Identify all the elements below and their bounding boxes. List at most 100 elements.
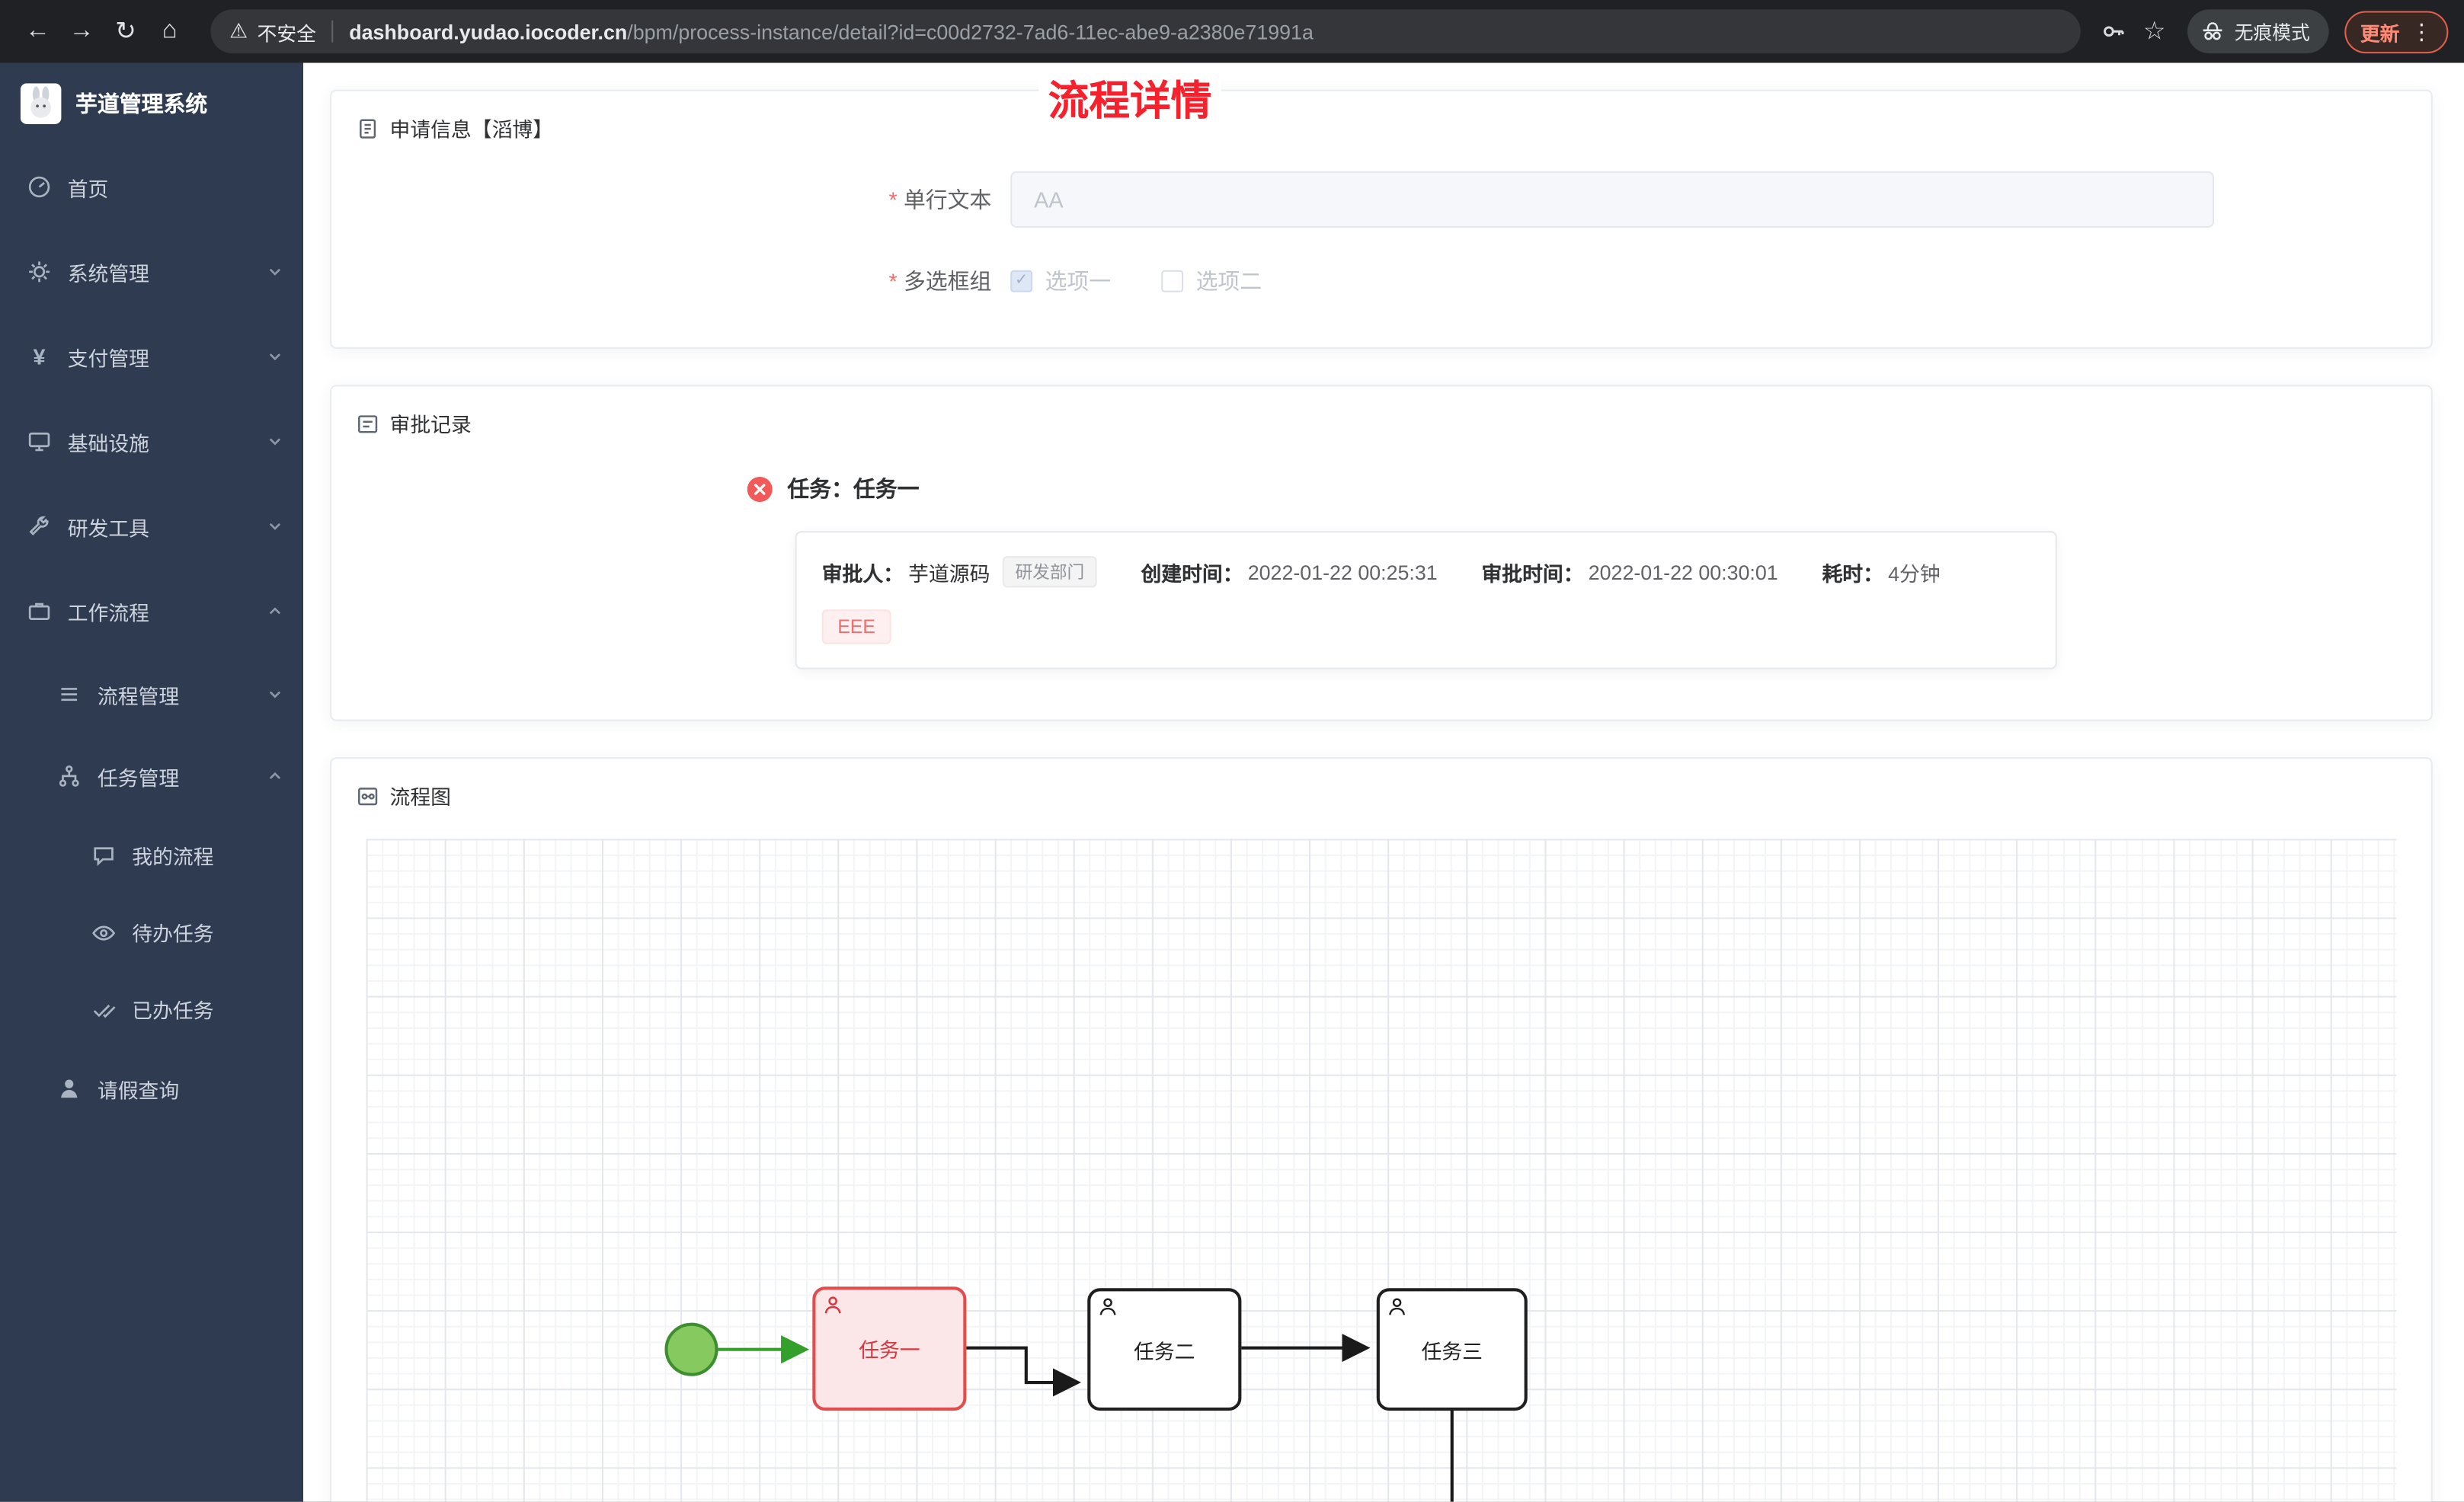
forward-icon[interactable]: → bbox=[69, 17, 94, 44]
apply-info-card: 申请信息【滔博】 *单行文本 *多选框组 ✓ 选项一 bbox=[330, 89, 2433, 349]
chevron-up-icon bbox=[267, 769, 283, 785]
error-status-icon bbox=[747, 475, 773, 501]
sidebar-item-my-process[interactable]: 我的流程 bbox=[0, 817, 303, 894]
update-button[interactable]: 更新 ⋮ bbox=[2344, 10, 2449, 53]
chevron-down-icon bbox=[267, 264, 283, 280]
sidebar-item-system[interactable]: 系统管理 bbox=[0, 229, 303, 314]
assignee-name: 芋道源码 bbox=[908, 561, 990, 586]
record-icon bbox=[358, 414, 378, 433]
incognito-badge[interactable]: 无痕模式 bbox=[2187, 9, 2329, 54]
sidebar-item-label: 系统管理 bbox=[67, 261, 149, 286]
approval-body: 任务：任务一 审批人： 芋道源码 研发部门 创建时间： 2022-01-22 0… bbox=[331, 454, 2431, 720]
single-line-text-input[interactable] bbox=[1010, 171, 2215, 228]
yen-icon: ¥ bbox=[33, 344, 46, 369]
task-node-2[interactable]: 任务二 bbox=[1087, 1288, 1242, 1411]
form-row-text: *单行文本 bbox=[331, 171, 2431, 228]
create-time-pair: 创建时间： 2022-01-22 00:25:31 bbox=[1141, 560, 1438, 586]
url-path: /bpm/process-instance/detail?id=c00d2732… bbox=[627, 19, 1314, 43]
sidebar-item-label: 基础设施 bbox=[67, 431, 149, 455]
sidebar-item-label: 任务管理 bbox=[97, 765, 180, 790]
checkbox-group-label: *多选框组 bbox=[888, 268, 992, 294]
sidebar-item-label: 工作流程 bbox=[67, 600, 149, 625]
checkbox-option-2[interactable] bbox=[1161, 270, 1184, 292]
rabbit-avatar bbox=[20, 83, 62, 124]
page-title: 流程详情 bbox=[1038, 69, 1221, 128]
sidebar-item-leave-query[interactable]: 请假查询 bbox=[0, 1048, 303, 1130]
incognito-label: 无痕模式 bbox=[2234, 21, 2310, 43]
reload-icon[interactable]: ↻ bbox=[115, 18, 136, 46]
eye-icon bbox=[90, 920, 118, 945]
sidebar-item-label: 已办任务 bbox=[132, 999, 214, 1023]
home-icon[interactable]: ⌂ bbox=[162, 17, 178, 44]
apply-info-header: 申请信息【滔博】 bbox=[331, 91, 2431, 159]
sidebar-item-label: 待办任务 bbox=[132, 922, 214, 946]
sidebar-item-devtools[interactable]: 研发工具 bbox=[0, 484, 303, 568]
process-diagram-card: 流程图 bbox=[330, 757, 2433, 1502]
apply-form: *单行文本 *多选框组 ✓ 选项一 选项二 bbox=[331, 158, 2431, 347]
approval-record-card: 审批记录 任务：任务一 审批人： 芋道源码 研发 bbox=[330, 385, 2433, 721]
duration-pair: 耗时： 4分钟 bbox=[1822, 557, 1940, 586]
chevron-up-icon bbox=[267, 603, 283, 619]
password-key-icon[interactable] bbox=[2093, 11, 2134, 52]
sidebar-item-todo-tasks[interactable]: 待办任务 bbox=[0, 894, 303, 971]
sidebar-item-process-management[interactable]: 流程管理 bbox=[0, 654, 303, 735]
required-mark: * bbox=[888, 187, 898, 213]
person-icon bbox=[55, 1076, 83, 1101]
task-node-1[interactable]: 任务一 bbox=[812, 1286, 967, 1411]
url-host: dashboard.yudao.iocoder.cn bbox=[349, 19, 628, 43]
app-logo[interactable]: 芋道管理系统 bbox=[0, 63, 303, 145]
briefcase-icon bbox=[25, 599, 53, 624]
address-divider bbox=[331, 20, 334, 43]
duration-value: 4分钟 bbox=[1888, 561, 1941, 586]
task-title: 任务：任务一 bbox=[787, 475, 920, 501]
approval-record-title: 审批记录 bbox=[389, 413, 472, 437]
address-bar[interactable]: ⚠ 不安全 dashboard.yudao.iocoder.cn /bpm/pr… bbox=[210, 9, 2081, 54]
reason-tag: EEE bbox=[821, 609, 891, 644]
sidebar-item-done-tasks[interactable]: 已办任务 bbox=[0, 971, 303, 1048]
bpmn-canvas[interactable]: 任务一 任务二 任务三 bbox=[366, 839, 2397, 1502]
sidebar-item-label: 我的流程 bbox=[132, 845, 214, 869]
sidebar-item-home[interactable]: 首页 bbox=[0, 145, 303, 229]
start-event-node[interactable] bbox=[664, 1322, 718, 1376]
sidebar-item-label: 流程管理 bbox=[97, 684, 180, 708]
text-field-label: *单行文本 bbox=[888, 187, 992, 213]
apply-info-title: 申请信息【滔博】 bbox=[389, 117, 554, 142]
create-time-value: 2022-01-22 00:25:31 bbox=[1247, 560, 1438, 584]
chat-bubble-icon bbox=[90, 843, 118, 868]
bookmark-star-icon[interactable]: ☆ bbox=[2142, 18, 2166, 46]
sidebar-item-infrastructure[interactable]: 基础设施 bbox=[0, 399, 303, 484]
sidebar-item-task-management[interactable]: 任务管理 bbox=[0, 735, 303, 817]
task-node-3[interactable]: 任务三 bbox=[1376, 1288, 1528, 1411]
back-icon[interactable]: ← bbox=[25, 17, 50, 44]
task-node-label: 任务三 bbox=[1421, 1339, 1483, 1363]
diagram-icon bbox=[358, 787, 378, 805]
double-check-icon bbox=[90, 997, 118, 1022]
main-content: 流程详情 申请信息【滔博】 *单行文本 *多选框组 bbox=[303, 62, 2464, 1502]
sidebar-item-payment[interactable]: ¥ 支付管理 bbox=[0, 315, 303, 399]
security-label[interactable]: 不安全 bbox=[257, 22, 316, 45]
document-icon bbox=[360, 118, 376, 138]
process-diagram-header: 流程图 bbox=[331, 759, 2431, 826]
warning-icon: ⚠ bbox=[229, 18, 248, 43]
user-task-icon bbox=[1099, 1298, 1116, 1315]
checkbox-option-2-label: 选项二 bbox=[1195, 268, 1262, 294]
approve-time-value: 2022-01-22 00:30:01 bbox=[1588, 560, 1778, 584]
monitor-icon bbox=[25, 429, 53, 454]
task-detail-panel: 审批人： 芋道源码 研发部门 创建时间： 2022-01-22 00:25:31… bbox=[795, 531, 2057, 670]
task-detail-row: 审批人： 芋道源码 研发部门 创建时间： 2022-01-22 00:25:31… bbox=[822, 556, 2030, 588]
sidebar-item-label: 首页 bbox=[67, 177, 109, 200]
browser-menu-icon[interactable]: ⋮ bbox=[2410, 18, 2433, 43]
chevron-down-icon bbox=[267, 519, 283, 535]
list-icon bbox=[55, 682, 83, 707]
checkbox-option-1-label: 选项一 bbox=[1045, 268, 1112, 294]
approval-record-header: 审批记录 bbox=[331, 386, 2431, 454]
approve-time-pair: 审批时间： 2022-01-22 00:30:01 bbox=[1481, 560, 1778, 586]
process-diagram-title: 流程图 bbox=[389, 785, 451, 810]
required-mark: * bbox=[888, 268, 898, 294]
branch-icon bbox=[55, 763, 83, 788]
task-node-label: 任务二 bbox=[1134, 1339, 1195, 1363]
sidebar-item-workflow[interactable]: 工作流程 bbox=[0, 569, 303, 654]
checkbox-option-1[interactable]: ✓ bbox=[1010, 270, 1033, 292]
chevron-down-icon bbox=[267, 433, 283, 449]
